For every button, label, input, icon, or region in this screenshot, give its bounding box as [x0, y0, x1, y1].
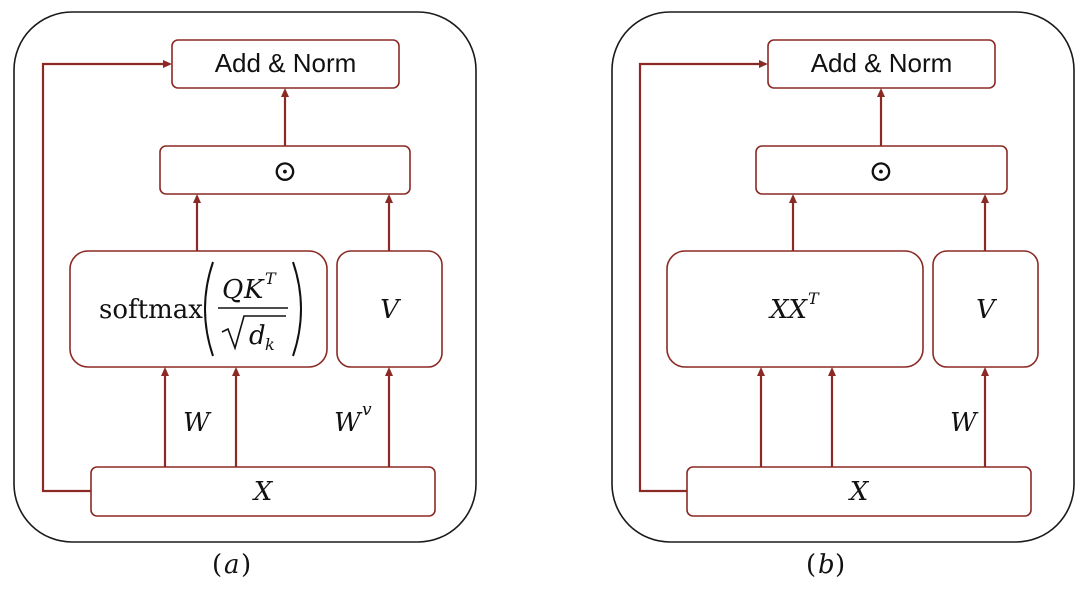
panel-a-residual-connection: [41, 60, 172, 493]
panel-a-wv-base: W: [334, 408, 363, 438]
panel-a-left-paren: [204, 261, 214, 357]
panel-a-q: Q: [222, 275, 243, 305]
panel-b-xx-base: XX: [768, 295, 809, 325]
panel-a-caption: ( a ): [212, 550, 251, 580]
panel-a-wv-label: W v: [334, 400, 372, 438]
panel-b-caption-close: ): [835, 550, 845, 580]
panel-a-k: K: [243, 275, 265, 305]
panel-b-caption-letter: b: [818, 550, 835, 580]
panel-a-softmax-word: softmax: [99, 295, 203, 325]
panel-b-caption-open: (: [806, 550, 816, 580]
panel-a-v-label: V: [380, 295, 401, 325]
panel-a-x-label: X: [252, 477, 274, 507]
panel-a-d-sub: k: [265, 335, 275, 354]
panel-a-add-norm-label: Add & Norm: [215, 48, 357, 78]
panel-a-softmax-box: [69, 250, 328, 368]
panel-a-w-label: W: [183, 408, 212, 438]
panel-b-add-norm-label: Add & Norm: [811, 48, 953, 78]
panel-b: Add & Norm ⊙ XX T V X W ( b ): [611, 11, 1075, 580]
panel-a-d: d: [249, 321, 266, 351]
panel-a-caption-open: (: [212, 550, 222, 580]
panel-b-xxt-box: [666, 250, 924, 368]
panel-b-x-label: X: [848, 477, 870, 507]
panel-b-v-label: V: [976, 295, 997, 325]
panel-b-caption: ( b ): [806, 550, 845, 580]
panel-a-caption-close: ): [241, 550, 251, 580]
panel-b-combine-symbol: ⊙: [868, 154, 893, 189]
panel-b-w-label: W: [950, 408, 979, 438]
panel-a: Add & Norm ⊙ softmax Q K T d k V X: [13, 11, 477, 580]
panel-a-caption-letter: a: [224, 550, 240, 580]
panel-a-k-sup: T: [265, 269, 277, 288]
panel-a-wv-sup: v: [362, 400, 372, 420]
panel-b-residual-connection: [638, 60, 768, 493]
panel-a-sqrt-sign: [221, 315, 286, 351]
panel-a-combine-symbol: ⊙: [272, 154, 297, 189]
panel-b-xx-sup: T: [808, 289, 820, 308]
panel-b-xxt-label: XX T: [768, 289, 820, 325]
panel-a-softmax-formula: softmax Q K T d k: [99, 261, 302, 357]
panel-a-right-paren: [292, 261, 302, 357]
